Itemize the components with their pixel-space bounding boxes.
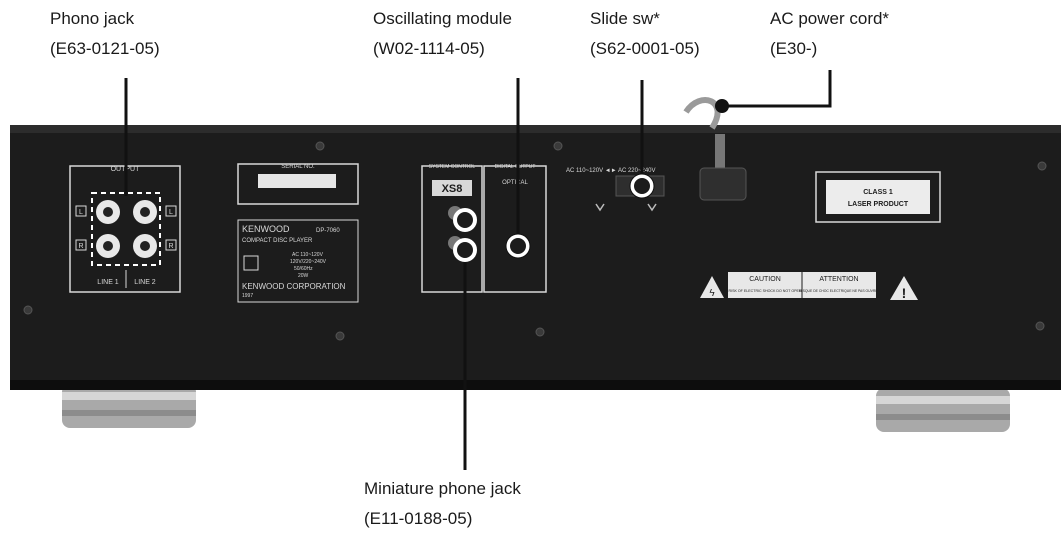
callout-markers: [453, 99, 729, 262]
product-label: COMPACT DISC PLAYER: [242, 238, 313, 244]
callout-phono-jack: Phono jack (E63-0121-05): [50, 4, 160, 64]
serial-label: SERIAL NO.: [281, 164, 315, 170]
caution-text: RISK OF ELECTRIC SHOCK DO NOT OPEN: [728, 289, 801, 293]
exclamation-warning-icon: [890, 276, 918, 300]
xs-logo: XS8: [442, 183, 463, 195]
channel-r-left: R: [78, 243, 83, 250]
rca-jacks: [96, 200, 157, 258]
channel-r-right: R: [168, 243, 173, 250]
channel-l-right: L: [169, 209, 173, 216]
leader-lines: [124, 70, 832, 470]
callout-phono-jack-part: (E63-0121-05): [50, 39, 160, 58]
callout-oscillating-module-part: (W02-1114-05): [373, 39, 485, 58]
corporation-label: KENWOOD CORPORATION: [242, 282, 346, 291]
year-label: 1997: [242, 293, 253, 299]
callout-miniature-phone-jack-name: Miniature phone jack: [364, 479, 521, 498]
callout-slide-switch: Slide sw* (S62-0001-05): [590, 4, 700, 64]
exclamation-glyph-icon: !: [902, 285, 907, 301]
laser-product-label: LASER PRODUCT: [848, 201, 909, 208]
attention-text: RISQUE DE CHOC ELECTRIQUE NE PAS OUVRIR: [799, 289, 879, 293]
attention-label: ATTENTION: [819, 276, 858, 283]
optical-label: OPTICAL: [502, 180, 528, 186]
channel-l-left: L: [79, 209, 83, 216]
line1-label: LINE 1: [97, 279, 119, 286]
freq-label: 50/60Hz: [294, 266, 313, 272]
callout-oscillating-module: Oscillating module (W02-1114-05): [373, 4, 512, 64]
caution-label: CAUTION: [749, 276, 781, 283]
system-control-label: SYSTEM CONTROL: [429, 164, 476, 170]
digital-output-label: DIGITAL OUTPUT: [495, 164, 536, 170]
line2-label: LINE 2: [134, 279, 156, 286]
brand-label: KENWOOD: [242, 224, 290, 234]
watts-label: 20W: [298, 273, 309, 279]
ac-rating-2: 120V/220~240V: [290, 259, 327, 265]
callout-ac-power-cord-name: AC power cord*: [770, 9, 890, 28]
callout-slide-switch-name: Slide sw*: [590, 9, 660, 28]
callout-ac-power-cord-part: (E30-): [770, 39, 818, 58]
callout-miniature-phone-jack: Miniature phone jack (E11-0188-05): [364, 474, 521, 534]
callout-ac-power-cord: AC power cord* (E30-): [770, 4, 889, 64]
voltage-label: AC 110~120V ◄► AC 220~240V: [566, 168, 656, 174]
rear-panel: [10, 125, 1061, 390]
laser-class-label: CLASS 1: [863, 189, 893, 196]
callout-oscillating-module-name: Oscillating module: [373, 9, 512, 28]
callout-slide-switch-part: (S62-0001-05): [590, 39, 700, 58]
lightning-glyph-icon: ϟ: [709, 288, 715, 299]
ac-rating: AC 110~120V: [292, 252, 324, 258]
shock-warning-icon: [700, 276, 724, 298]
callout-miniature-phone-jack-part: (E11-0188-05): [364, 509, 473, 528]
model-label: DP-7060: [316, 228, 340, 234]
right-foot: [876, 388, 1010, 432]
callout-phono-jack-name: Phono jack: [50, 9, 135, 28]
left-foot: [62, 384, 196, 428]
